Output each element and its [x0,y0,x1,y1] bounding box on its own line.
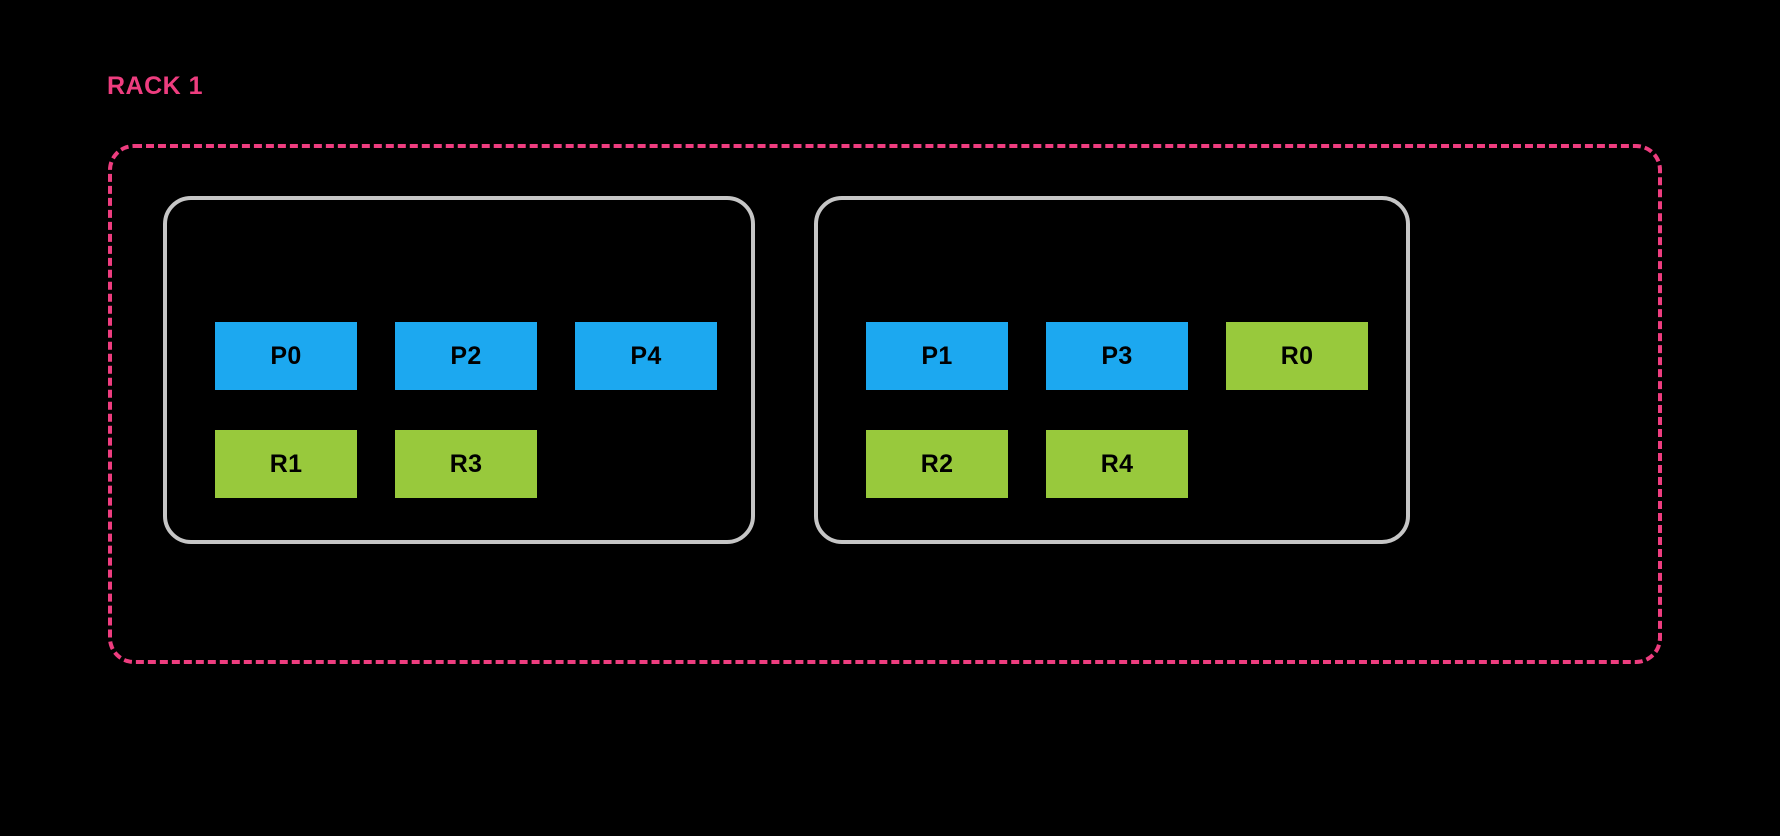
slot-r0[interactable]: R0 [1226,322,1368,390]
node-right-row-primary: P1 P3 R0 [866,322,1368,390]
slot-p1[interactable]: P1 [866,322,1008,390]
node-left-row-replica: R1 R3 [215,430,717,498]
slot-p2[interactable]: P2 [395,322,537,390]
slot-p4[interactable]: P4 [575,322,717,390]
slot-r4[interactable]: R4 [1046,430,1188,498]
slot-p3[interactable]: P3 [1046,322,1188,390]
slot-r2[interactable]: R2 [866,430,1008,498]
node-right-row-replica: R2 R4 [866,430,1368,498]
node-left[interactable]: P0 P2 P4 R1 R3 [163,196,755,544]
slot-empty-left [575,430,717,498]
slot-r1[interactable]: R1 [215,430,357,498]
node-left-slot-grid: P0 P2 P4 R1 R3 [215,322,717,498]
node-left-row-primary: P0 P2 P4 [215,322,717,390]
slot-p0[interactable]: P0 [215,322,357,390]
node-right-slot-grid: P1 P3 R0 R2 R4 [866,322,1368,498]
rack-label: RACK 1 [107,72,204,100]
rack-boundary [108,144,1662,664]
node-right[interactable]: P1 P3 R0 R2 R4 [814,196,1410,544]
slot-r3[interactable]: R3 [395,430,537,498]
slot-empty-right [1226,430,1368,498]
